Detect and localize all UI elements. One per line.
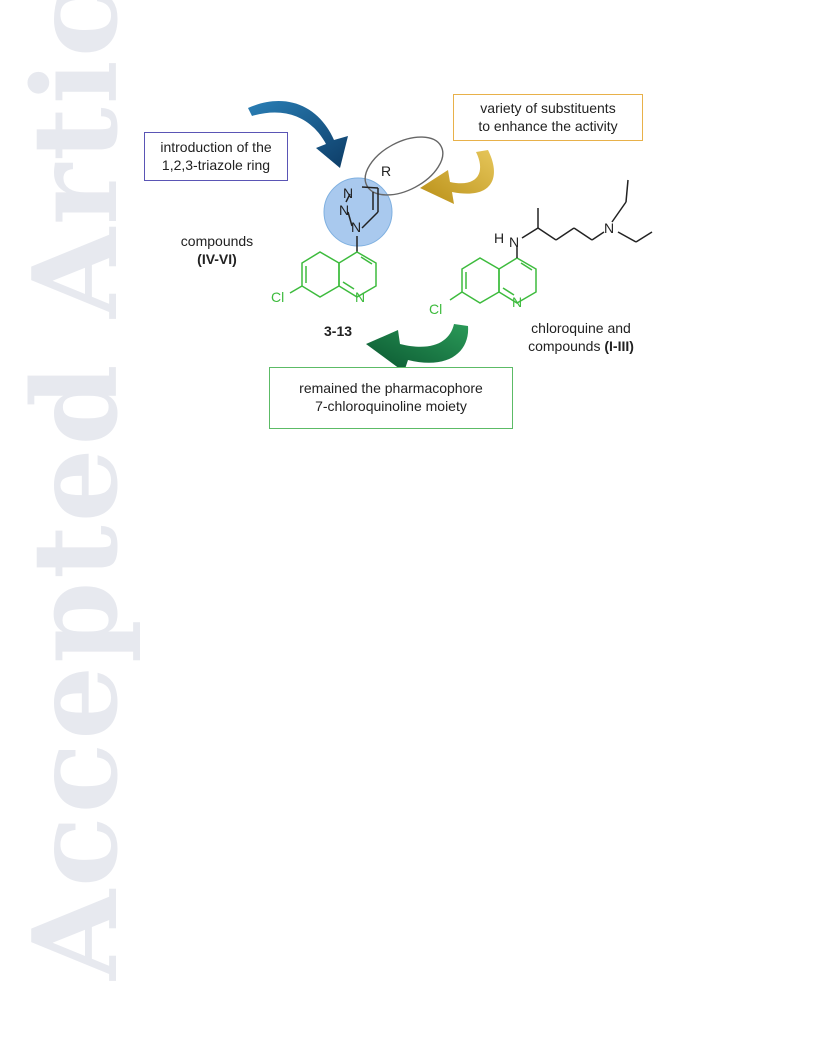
chloroquine-line1: chloroquine and bbox=[531, 320, 631, 336]
right-quinoline bbox=[449, 257, 537, 304]
chloroquine-line2-prefix: compounds bbox=[528, 338, 605, 354]
substituents-callout-box: variety of substituents to enhance the a… bbox=[453, 94, 643, 141]
substituents-callout-line2: to enhance the activity bbox=[478, 118, 618, 134]
triazole-callout-line1: introduction of the bbox=[160, 139, 272, 155]
green-curved-arrow bbox=[366, 324, 469, 372]
triazole-ring bbox=[345, 186, 379, 229]
pharmacophore-callout-line1: remained the pharmacophore bbox=[299, 380, 483, 396]
pharmacophore-callout-box: remained the pharmacophore 7-chloroquino… bbox=[269, 367, 513, 429]
blue-curved-arrow bbox=[248, 101, 348, 168]
amine-nitrogen: N bbox=[509, 234, 519, 250]
triazole-n3: N bbox=[343, 185, 353, 201]
chloroquine-line2: compounds (I-III) bbox=[516, 337, 646, 355]
chloroquine-label: chloroquine and compounds (I-III) bbox=[516, 319, 646, 355]
series-number-label: 3-13 bbox=[324, 323, 353, 339]
right-quinoline-nitrogen: N bbox=[512, 294, 522, 310]
compounds-left-line1: compounds bbox=[180, 233, 254, 249]
left-quinoline bbox=[289, 236, 377, 298]
left-quinoline-nitrogen: N bbox=[355, 289, 365, 305]
compounds-left-label: compounds (IV-VI) bbox=[172, 232, 262, 268]
gold-curved-arrow bbox=[420, 150, 494, 204]
amine-hydrogen: H bbox=[494, 230, 504, 246]
right-chlorine: Cl bbox=[429, 301, 442, 317]
compounds-left-line2: (IV-VI) bbox=[197, 251, 237, 267]
r-group-label: R bbox=[381, 163, 391, 179]
diethylamine-nitrogen: N bbox=[604, 220, 614, 236]
triazole-callout-line2: 1,2,3-triazole ring bbox=[161, 157, 271, 173]
triazole-n2: N bbox=[339, 202, 349, 218]
substituent-ellipse bbox=[364, 136, 444, 196]
pharmacophore-callout-line2: 7-chloroquinoline moiety bbox=[315, 398, 467, 414]
triazole-n1: N bbox=[351, 219, 361, 235]
chloroquine-line2-bold: (I-III) bbox=[604, 338, 634, 354]
substituents-callout-line1: variety of substituents bbox=[480, 100, 616, 116]
left-chlorine: Cl bbox=[271, 289, 284, 305]
triazole-highlight bbox=[323, 177, 393, 247]
chloroquine-side-chain bbox=[516, 179, 653, 258]
triazole-callout-box: introduction of the 1,2,3-triazole ring bbox=[144, 132, 288, 181]
